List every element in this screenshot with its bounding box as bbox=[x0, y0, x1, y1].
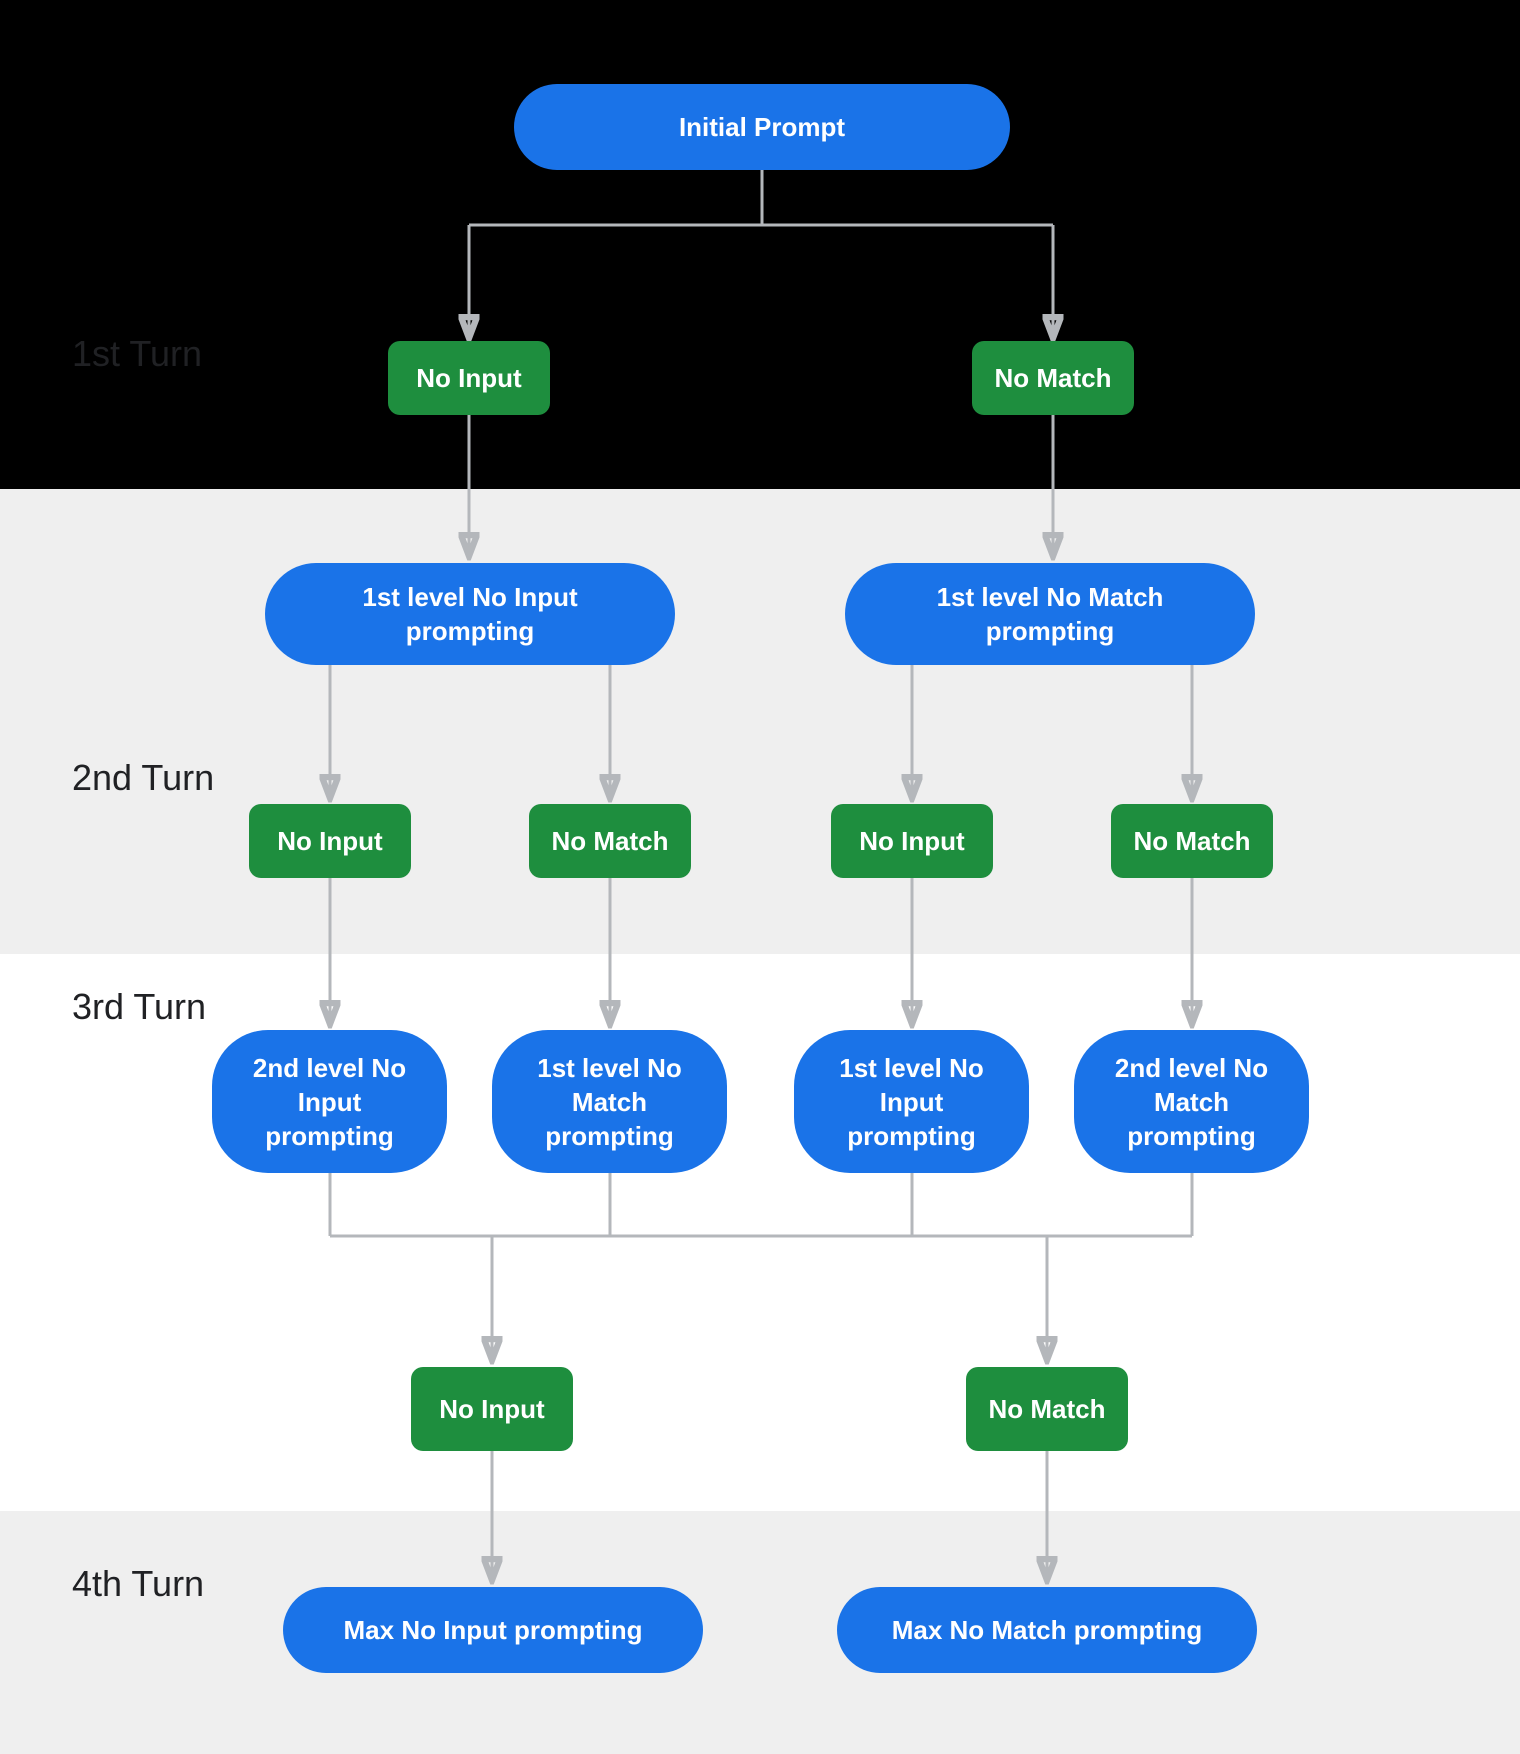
band-turn-3 bbox=[0, 954, 1520, 1511]
node-1st-level-no-input-prompt-2: 1st level No Input prompting bbox=[794, 1030, 1029, 1173]
band-turn-2 bbox=[0, 489, 1520, 954]
node-t2-no-input-left: No Input bbox=[249, 804, 411, 878]
node-2nd-level-no-input-prompt: 2nd level No Input prompting bbox=[212, 1030, 447, 1173]
node-t2-no-match-right: No Match bbox=[1111, 804, 1273, 878]
node-1st-level-no-match-prompt-2: 1st level No Match prompting bbox=[492, 1030, 727, 1173]
node-t2-no-match-left: No Match bbox=[529, 804, 691, 878]
band-turn-1 bbox=[0, 0, 1520, 489]
band-turn-4 bbox=[0, 1511, 1520, 1754]
turn-label-4: 4th Turn bbox=[72, 1563, 205, 1604]
node-t3-no-input: No Input bbox=[411, 1367, 573, 1451]
turn-label-1: 1st Turn bbox=[72, 333, 203, 374]
node-t1-no-input: No Input bbox=[388, 341, 550, 415]
node-2nd-level-no-match-prompt: 2nd level No Match prompting bbox=[1074, 1030, 1309, 1173]
turn-label-3: 3rd Turn bbox=[72, 986, 207, 1027]
node-1st-level-no-match-prompt: 1st level No Match prompting bbox=[845, 563, 1255, 665]
node-max-no-input-prompt: Max No Input prompting bbox=[283, 1587, 703, 1673]
node-t1-no-match: No Match bbox=[972, 341, 1134, 415]
node-1st-level-no-input-prompt: 1st level No Input prompting bbox=[265, 563, 675, 665]
node-max-no-match-prompt: Max No Match prompting bbox=[837, 1587, 1257, 1673]
node-t3-no-match: No Match bbox=[966, 1367, 1128, 1451]
turn-label-2: 2nd Turn bbox=[72, 757, 215, 798]
node-initial-prompt: Initial Prompt bbox=[514, 84, 1010, 170]
node-t2-no-input-right: No Input bbox=[831, 804, 993, 878]
